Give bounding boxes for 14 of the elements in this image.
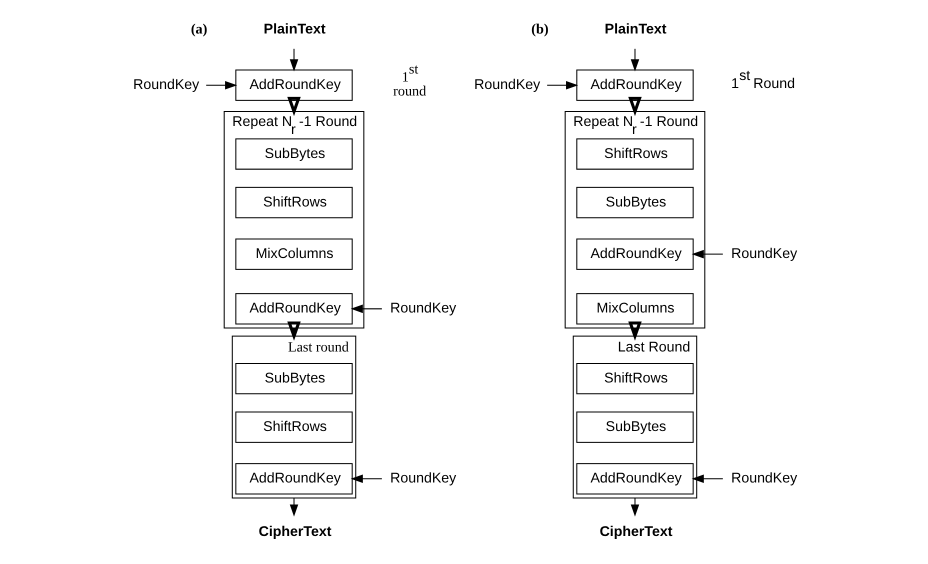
node-text: RoundKey xyxy=(730,470,797,487)
node-text: RoundKey xyxy=(730,246,797,262)
node-label: Last round xyxy=(287,340,348,356)
node-text: RoundKey xyxy=(132,76,199,93)
node-text: PlainText xyxy=(263,21,326,38)
node-text: RoundKey xyxy=(390,300,456,317)
node-label: Last Round xyxy=(617,340,690,356)
node-text: RoundKey xyxy=(390,470,456,487)
node-text: PlainText xyxy=(604,21,666,38)
node-text: RoundKey xyxy=(474,76,540,93)
node-text: CipherText xyxy=(599,524,672,540)
label: (b) xyxy=(530,21,548,38)
label: (a) xyxy=(190,21,207,38)
node-text: CipherText xyxy=(258,524,331,540)
